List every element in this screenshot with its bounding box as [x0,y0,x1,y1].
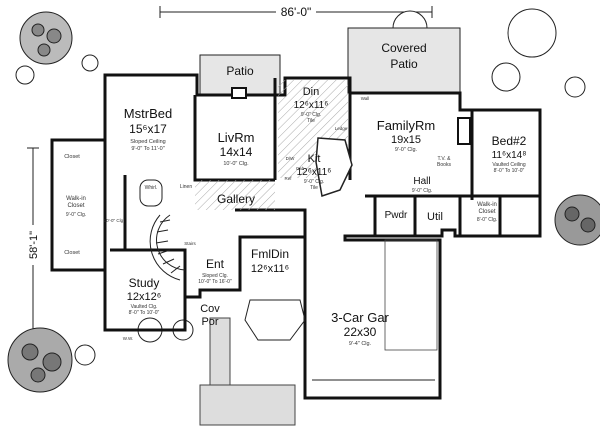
garage-storage [384,239,438,351]
depth-dimension: 58'-1" [26,147,40,339]
room-walkin-left: Walk-in Closet 9'-0" Clg. [66,196,86,218]
room-walkin-right: Walk-in Closet 8'-0" Clg. [477,202,497,223]
staircase [149,214,186,281]
closet2-label: Closet [64,250,80,256]
ent-note1: Sloped Clg. [202,273,228,279]
room-din: Din 12⁶x11⁶ 9'-0" Clg. Tile [294,86,329,124]
study-name: Study [129,276,160,290]
stairs-label: Stairs [184,241,196,246]
kit-name: Kit [308,153,321,165]
hall-note1: 9'-0" Clg. [412,188,432,194]
room-gallery: Gallery [217,192,255,206]
pwdr-name: Pwdr [385,210,408,221]
familyrm-size: 19x15 [391,134,421,146]
room-mstrbed: MstrBed 15⁶x17 Sloped Ceiling 9'-0" To 1… [124,106,172,152]
ledge-label: Ledge [335,126,348,131]
garage-name: 3-Car Gar [331,310,389,325]
walkin-right-note1: 8'-0" Clg. [477,217,497,223]
walkin-left-name2: Closet [67,203,84,209]
din-note2: Tile [307,118,315,124]
room-ent: Ent Sloped Clg. 10'-0" To 16'-0" [198,257,232,285]
study-size: 12x12⁶ [127,291,162,303]
cab-label: Cab [296,166,305,171]
livrm-fireplace [231,87,247,99]
mstrbed-note2: 9'-0" To 11'-0" [131,146,164,152]
garage-note1: 9'-4" Clg. [349,341,372,347]
walkin-right-name: Walk-in [477,202,497,208]
fmldin-name: FmlDin [251,247,289,261]
room-fmldin: FmlDin 12⁶x11⁶ [251,247,289,275]
room-hall: Hall 9'-0" Clg. [412,176,432,194]
fmldin-size: 12⁶x11⁶ [251,263,289,275]
fmldin-bay-window [244,299,306,341]
covered-patio-name2: Patio [390,57,418,71]
room-garage: 3-Car Gar 22x30 9'-4" Clg. [331,310,389,347]
linen-label: Linen [180,184,192,190]
patio-name: Patio [226,64,254,78]
covpor-name: Cov [200,303,220,315]
walkway [199,317,296,426]
kit-size: 12⁶x11⁶ [297,167,332,178]
walkin-left-name: Walk-in [66,196,86,202]
width-dimension-label: 86'-0" [281,5,312,19]
books-label: Books [437,162,451,168]
din-size: 12⁶x11⁶ [294,100,329,111]
ent-note2: 10'-0" To 16'-0" [198,279,232,285]
livrm-size: 14x14 [220,145,253,159]
garage-size: 22x30 [344,325,377,339]
study-note1: Vaulted Clg. [131,304,158,310]
whirlpool-tub [139,179,163,207]
mstrbed-note1: Sloped Ceiling [130,139,165,145]
kit-note1: 9'-0" Clg. [304,179,324,185]
mstrbed-name: MstrBed [124,106,172,121]
covpor-name2: Por [201,316,218,328]
covered-patio-name: Covered [381,41,426,55]
familyrm-name: FamilyRm [377,118,436,133]
livrm-note1: 10'-0" Clg. [223,161,249,167]
bath-note: 10'-0" Clg. [104,218,125,223]
hall-name: Hall [413,176,430,187]
whirl-label: Whirl. [145,185,158,191]
ww-label: W.W. [123,336,134,341]
depth-dimension-label: 58'-1" [28,231,40,259]
familyrm-fireplace [457,117,471,145]
bed2-name: Bed#2 [492,134,527,148]
room-covpor: Cov Por [200,303,220,328]
mstrbed-size: 15⁶x17 [129,122,167,136]
ent-name: Ent [206,257,225,271]
room-livrm: LivRm 14x14 10'-0" Clg. [218,130,255,167]
bed2-note1: Vaulted Ceiling [492,162,525,168]
kit-note2: Tile [310,185,318,191]
din-name: Din [303,86,320,98]
room-kit: Kit 12⁶x11⁶ 9'-0" Clg. Tile [297,153,332,191]
tv-label: T.V. & [438,156,452,162]
bed2-note2: 8'-0" To 10'-0" [494,168,525,174]
closet1-label: Closet [64,154,80,160]
covered-patio: Covered Patio [347,27,461,94]
room-bed2: Bed#2 11⁶x14⁸ Vaulted Ceiling 8'-0" To 1… [492,134,527,174]
walkin-right-name2: Closet [478,209,495,215]
study-note2: 8'-0" To 10'-0" [129,310,160,316]
walkin-left-note1: 9'-0" Clg. [66,212,86,218]
dw-label: D/W [286,156,296,161]
din-note1: 9'-0" Clg. [301,112,321,118]
familyrm-note1: 9'-0" Clg. [395,147,418,153]
wall-label: Wall [361,96,370,101]
gallery-tile [195,180,275,210]
bed2-size: 11⁶x14⁸ [492,150,527,161]
room-familyrm: FamilyRm 19x15 9'-0" Clg. [377,118,436,153]
livrm-name: LivRm [218,130,255,145]
util-name: Util [427,211,443,223]
kitchen-tile [278,80,353,197]
width-dimension: 86'-0" [159,4,433,19]
gallery-name: Gallery [217,192,255,206]
ref-label: Ref [284,176,292,181]
room-study: Study 12x12⁶ Vaulted Clg. 8'-0" To 10'-0… [127,276,162,316]
exterior-walls [50,73,542,400]
